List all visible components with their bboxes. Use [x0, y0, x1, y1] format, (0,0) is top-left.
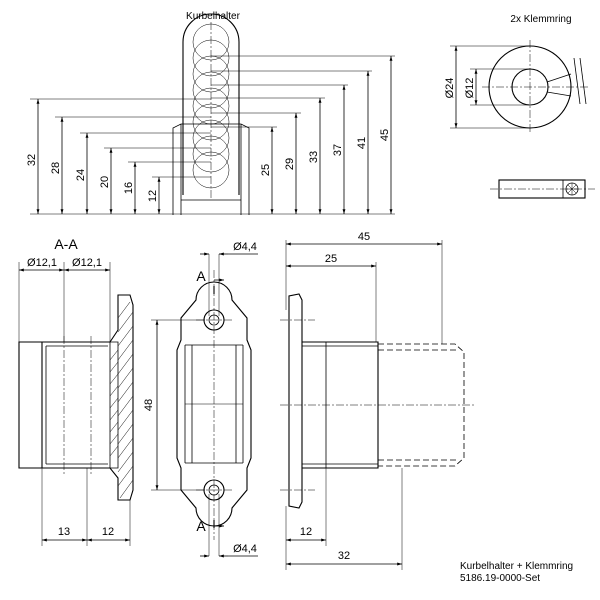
bore-dim-left: Ø12,1 — [27, 257, 57, 269]
side-dim-25: 25 — [325, 253, 337, 265]
hole-dim-bottom: Ø4,4 — [233, 543, 257, 555]
dim-37: 37 — [332, 144, 344, 156]
section-mark-bottom: A — [196, 518, 206, 534]
dim-25: 25 — [260, 164, 272, 176]
top-view-title: Kurbelhalter — [186, 11, 241, 22]
dim-12: 12 — [147, 190, 159, 202]
dim-24: 24 — [75, 169, 87, 181]
bore-dim-right: Ø12,1 — [72, 257, 102, 269]
hole-dim-top: Ø4,4 — [233, 241, 257, 253]
left-dimension-set: 32 28 24 20 16 12 — [26, 98, 395, 215]
side-view: 45 25 12 32 — [280, 231, 475, 570]
ring-view: 2x Klemmring Ø24 Ø12 — [444, 14, 595, 199]
ring-view-title: 2x Klemmring — [510, 14, 571, 25]
height-dim-48: 48 — [143, 399, 155, 411]
dim-41: 41 — [356, 137, 368, 149]
side-dim-45: 45 — [358, 231, 370, 243]
front-view: A A Ø4,4 Ø4,4 48 — [143, 241, 258, 558]
side-dim-12: 12 — [300, 526, 312, 538]
section-dim-13: 13 — [58, 526, 70, 538]
dim-33: 33 — [308, 151, 320, 163]
dim-28: 28 — [50, 162, 62, 174]
section-view: A-A Ø12,1 Ø12,1 — [18, 236, 134, 546]
ring-outer-diameter: Ø24 — [444, 78, 456, 99]
dim-29: 29 — [284, 158, 296, 170]
top-view: Kurbelhalter — [26, 11, 395, 215]
caption-line-2: 5186.19-0000-Set — [460, 573, 540, 584]
caption-line-1: Kurbelhalter + Klemmring — [460, 561, 573, 572]
section-mark-top: A — [196, 268, 206, 284]
dim-45: 45 — [379, 129, 391, 141]
right-dimension-set: 25 29 33 37 41 45 — [211, 55, 395, 214]
dim-16: 16 — [123, 182, 135, 194]
ring-inner-diameter: Ø12 — [464, 78, 476, 99]
side-dim-32: 32 — [338, 550, 350, 562]
section-title: A-A — [54, 236, 78, 252]
section-hatching — [109, 301, 134, 499]
caption: Kurbelhalter + Klemmring 5186.19-0000-Se… — [460, 561, 573, 584]
dim-20: 20 — [99, 176, 111, 188]
section-dim-12: 12 — [102, 526, 114, 538]
dim-32: 32 — [26, 154, 38, 166]
